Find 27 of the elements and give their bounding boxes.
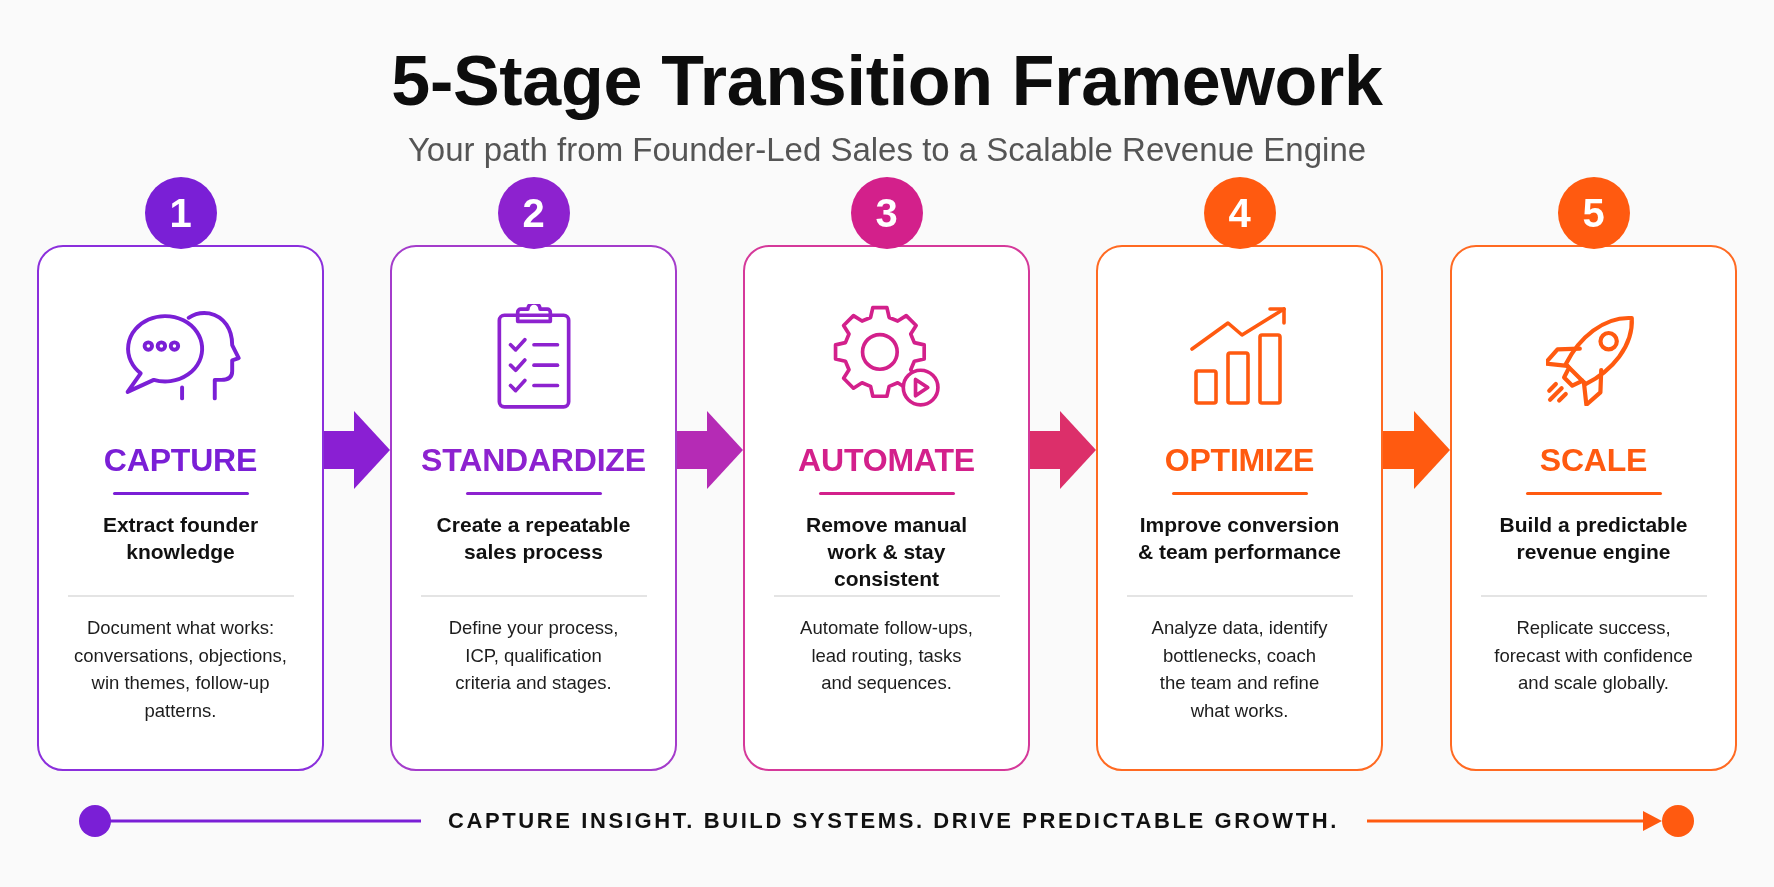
stage-summary: Improve conversion & team performance [1136, 512, 1343, 565]
subtitle: Your path from Founder-Led Sales to a Scalable Revenue Engine [407, 131, 1367, 169]
stage-summary: Build a predictable revenue engine [1498, 512, 1689, 565]
stage-description: Define your process, ICP, qualification criteria and stages. [447, 616, 620, 695]
step-number: 1 [144, 177, 217, 249]
stage-title: SCALE [1539, 441, 1648, 479]
stage-title: OPTIMIZE [1164, 441, 1315, 479]
step-number: 2 [497, 177, 570, 249]
stage-summary: Create a repeatable sales process [435, 512, 632, 565]
stage-summary: Remove manual work & stay consistent [804, 512, 969, 592]
title: 5-Stage Transition Framework [391, 41, 1383, 122]
stage-description: Replicate success, forecast with confidence and scale globally. [1493, 616, 1694, 695]
tagline: CAPTURE INSIGHT. BUILD SYSTEMS. DRIVE PREDICTABLE GROWTH. [448, 808, 1339, 834]
stage-title: STANDARDIZE [421, 441, 646, 479]
arrow [1383, 411, 1450, 489]
stage-title: AUTOMATE [798, 441, 975, 479]
stage-description: Document what works: conversations, objections, win themes, follow-up patterns. [73, 616, 288, 723]
step-number: 5 [1557, 177, 1630, 249]
stage-description: Analyze data, identify bottlenecks, coach the team and refine what works. [1150, 616, 1329, 723]
step-number: 3 [850, 177, 923, 249]
arrow [677, 411, 743, 489]
stage-title: CAPTURE [103, 441, 258, 479]
arrow [1030, 411, 1096, 489]
stage-description: Automate follow-ups, lead routing, tasks and sequences. [799, 616, 974, 695]
step-number: 4 [1203, 177, 1276, 249]
arrow [324, 411, 390, 489]
stage-summary: Extract founder knowledge [101, 512, 260, 565]
